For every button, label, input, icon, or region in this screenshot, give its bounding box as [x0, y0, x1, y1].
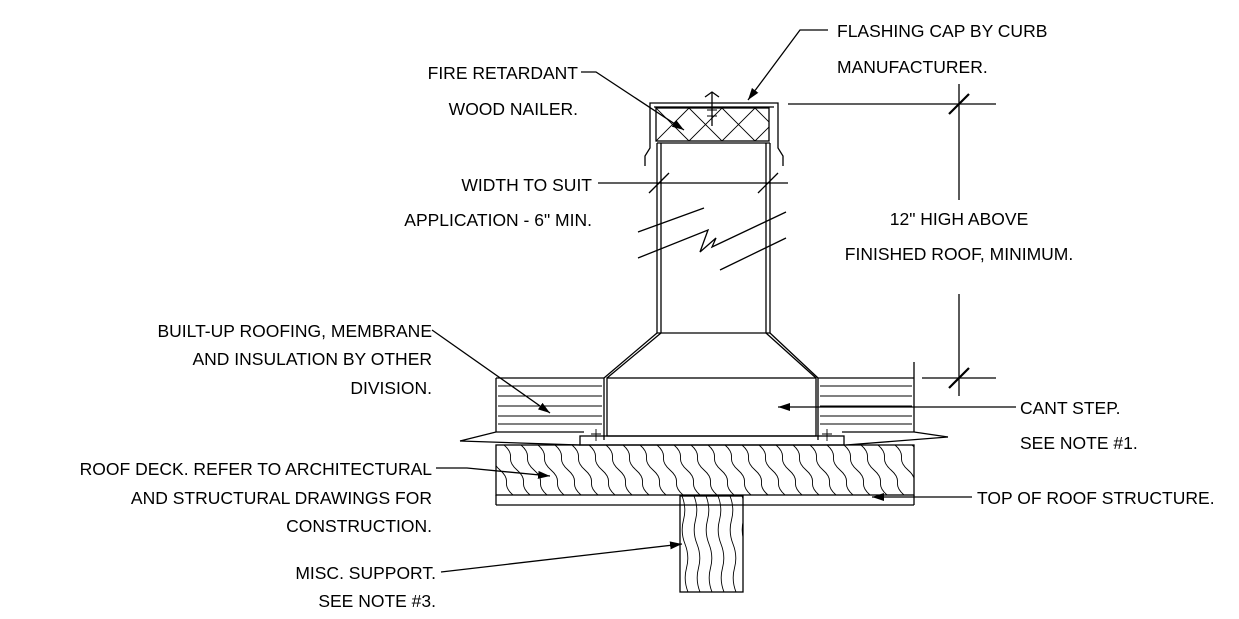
cant-step-label-line1: CANT STEP.: [1020, 398, 1121, 418]
fire-retardant-wood-nailer: [655, 107, 770, 142]
built-up-roofing-right: [818, 362, 949, 446]
cant-step: [579, 332, 845, 446]
flashing-cap-leader: [747, 29, 828, 101]
curb-walls: [637, 142, 787, 333]
flashing-cap: [644, 91, 784, 166]
support-post-wood-grain: [681, 496, 743, 592]
fire-retardant-leader: [581, 71, 685, 131]
misc-support-post: [679, 495, 744, 593]
roof-deck-label-line2: AND STRUCTURAL DRAWINGS FOR: [131, 488, 432, 508]
roof-deck-label-line1: ROOF DECK. REFER TO ARCHITECTURAL: [80, 459, 433, 479]
height-label-line2: FINISHED ROOF, MINIMUM.: [845, 244, 1073, 264]
callout-labels: FLASHING CAP BY CURB MANUFACTURER. FIRE …: [80, 21, 1215, 611]
width-label-line1: WIDTH TO SUIT: [461, 175, 592, 195]
top-of-roof-label: TOP OF ROOF STRUCTURE.: [977, 488, 1215, 508]
roofing-label-line2: AND INSULATION BY OTHER: [192, 349, 432, 369]
height-label-line1: 12" HIGH ABOVE: [890, 209, 1029, 229]
misc-support-label-line2: SEE NOTE #3.: [318, 591, 436, 611]
built-up-roofing-left: [459, 377, 604, 446]
roof-deck-wood-grain: [496, 445, 914, 495]
width-label-line2: APPLICATION - 6" MIN.: [404, 210, 592, 230]
height-dimension: [788, 84, 996, 396]
roof-deck-leader: [436, 467, 551, 479]
misc-support-leader: [440, 541, 683, 573]
roof-deck: [495, 444, 915, 506]
flashing-cap-label-line1: FLASHING CAP BY CURB: [837, 21, 1047, 41]
roofing-label-line3: DIVISION.: [350, 378, 432, 398]
fire-retardant-label-line1: FIRE RETARDANT: [428, 63, 579, 83]
cant-step-label-line2: SEE NOTE #1.: [1020, 433, 1138, 453]
roofing-leader: [431, 329, 551, 414]
leader-lines: [431, 29, 1016, 573]
width-indicator: [598, 172, 788, 194]
flashing-cap-label-line2: MANUFACTURER.: [837, 57, 988, 77]
fire-retardant-label-line2: WOOD NAILER.: [449, 99, 578, 119]
roof-deck-label-line3: CONSTRUCTION.: [286, 516, 432, 536]
misc-support-label-line1: MISC. SUPPORT.: [295, 563, 436, 583]
roofing-label-line1: BUILT-UP ROOFING, MEMBRANE: [157, 321, 432, 341]
